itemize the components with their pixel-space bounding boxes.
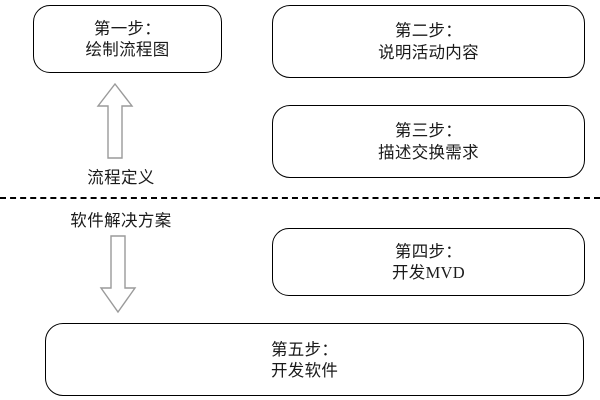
section-divider-dashed — [0, 197, 600, 199]
node-step5-textblock: 第五步： 开发软件 — [271, 338, 338, 380]
label-software-solution: 软件解决方案 — [70, 211, 172, 230]
node-step2-line2: 说明活动内容 — [378, 42, 479, 62]
node-step3-line2: 描述交换需求 — [378, 142, 479, 162]
arrow-up-icon — [95, 82, 135, 160]
node-step3[interactable]: 第三步： 描述交换需求 — [272, 105, 585, 178]
node-step2[interactable]: 第二步： 说明活动内容 — [272, 5, 585, 78]
label-process-definition: 流程定义 — [87, 168, 155, 187]
node-step1[interactable]: 第一步： 绘制流程图 — [33, 5, 222, 73]
arrow-down-icon — [98, 234, 138, 314]
node-step4[interactable]: 第四步： 开发MVD — [272, 228, 585, 296]
node-step4-line2: 开发MVD — [391, 263, 465, 282]
node-step5-line2: 开发软件 — [271, 360, 339, 380]
node-step5[interactable]: 第五步： 开发软件 — [45, 323, 584, 396]
node-step1-line1: 第一步： — [93, 18, 162, 38]
node-step2-line1: 第二步： — [394, 21, 463, 41]
node-step3-line1: 第三步： — [394, 121, 463, 141]
node-step5-line1: 第五步： — [271, 339, 339, 359]
node-step1-line2: 绘制流程图 — [85, 40, 170, 59]
node-step4-line1: 第四步： — [394, 241, 463, 261]
